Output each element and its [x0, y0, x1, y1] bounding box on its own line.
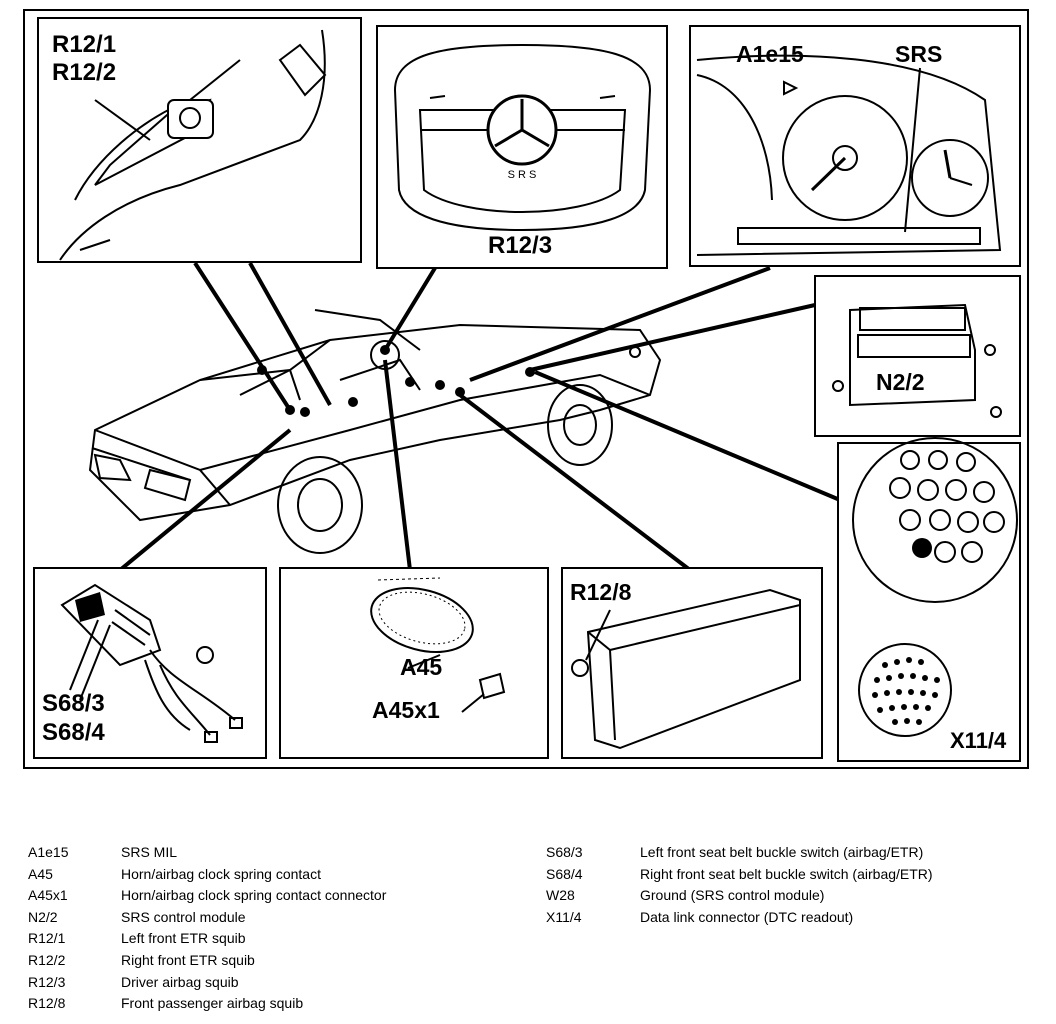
- panel-srs-control-module: N2/2: [814, 275, 1021, 437]
- legend-desc: Ground (SRS control module): [640, 887, 825, 904]
- callout-s68-4: S68/4: [42, 719, 105, 746]
- car-illustration: [88, 309, 662, 554]
- legend-code: A45: [28, 865, 53, 882]
- panel-etr-squib: R12/1 R12/2: [37, 17, 362, 263]
- legend-code: W28: [546, 887, 575, 904]
- callout-a1e15: A1e15: [736, 41, 804, 67]
- legend-desc: Horn/airbag clock spring contact connect…: [121, 887, 387, 904]
- legend-desc: Driver airbag squib: [121, 973, 239, 990]
- callout-x11-4: X11/4: [950, 728, 1007, 753]
- legend-row: A1e15 SRS MIL: [28, 842, 386, 864]
- legend-row: R12/8 Front passenger airbag squib: [28, 993, 386, 1015]
- callout-n2-2: N2/2: [876, 369, 925, 395]
- legend-row: R12/2 Right front ETR squib: [28, 950, 386, 972]
- callout-r12-3: R12/3: [488, 232, 552, 259]
- panel-buckle-switch: S68/3 S68/4: [33, 567, 267, 759]
- legend-row: X11/4 Data link connector (DTC readout): [546, 907, 933, 929]
- callout-r12-2: R12/2: [52, 59, 116, 86]
- outer-frame: [23, 9, 1029, 769]
- legend-row: R12/3 Driver airbag squib: [28, 972, 386, 994]
- legend-desc: Front passenger airbag squib: [121, 995, 304, 1012]
- legend-code: R12/8: [28, 995, 66, 1012]
- callout-r12-1: R12/1: [52, 31, 116, 58]
- panel-instrument-cluster: A1e15 SRS: [689, 25, 1021, 267]
- legend-code: R12/2: [28, 951, 66, 968]
- legend-desc: Left front seat belt buckle switch (airb…: [640, 844, 924, 860]
- legend-row: S68/4 Right front seat belt buckle switch…: [546, 864, 933, 886]
- legend-desc: Right front seat belt buckle switch (air…: [640, 865, 933, 882]
- legend-desc: SRS control module: [121, 908, 246, 925]
- panel-clock-spring: A45 A45x1: [279, 567, 549, 759]
- legend-row: A45x1 Horn/airbag clock spring contact co…: [28, 885, 386, 907]
- callout-a45: A45: [400, 654, 442, 680]
- legend-code: N2/2: [28, 908, 58, 925]
- legend-code: A45x1: [28, 887, 68, 904]
- panel-data-link-connector: X11/4: [837, 437, 1021, 762]
- callout-srs: SRS: [895, 41, 942, 67]
- panel-passenger-airbag: R12/8: [561, 567, 823, 759]
- legend-row: R12/1 Left front ETR squib: [28, 928, 386, 950]
- legend-code: X11/4: [546, 908, 582, 925]
- legend-row: W28 Ground (SRS control module): [546, 885, 933, 907]
- legend-row: N2/2 SRS control module: [28, 907, 386, 929]
- airbag-srs-text: S R S: [508, 169, 537, 181]
- callout-s68-3: S68/3: [42, 690, 105, 717]
- legend-code: A1e15: [28, 844, 69, 860]
- legend-desc: Right front ETR squib: [121, 951, 255, 968]
- legend-code: S68/3: [546, 844, 583, 860]
- callout-a45x1: A45x1: [372, 697, 440, 723]
- callout-r12-8: R12/8: [570, 579, 632, 605]
- legend-desc: Horn/airbag clock spring contact: [121, 865, 321, 882]
- legend-code: R12/1: [28, 930, 66, 947]
- legend-code: R12/3: [28, 973, 66, 990]
- legend-code: S68/4: [546, 865, 583, 882]
- component-location-dots: [257, 345, 535, 417]
- legend-desc: Left front ETR squib: [121, 930, 246, 947]
- legend-desc: Data link connector (DTC readout): [640, 908, 854, 925]
- legend-row: A45 Horn/airbag clock spring contact: [28, 864, 386, 886]
- legend-desc: SRS MIL: [121, 844, 178, 860]
- panel-driver-airbag: S R S R12/3: [376, 25, 668, 269]
- srs-component-diagram: R12/1 R12/2 S R S R12/3 A1e15 SRS: [23, 9, 1029, 769]
- legend-row: S68/3 Left front seat belt buckle switch …: [546, 842, 933, 864]
- legend-right-column: S68/3 Left front seat belt buckle switch …: [546, 842, 933, 928]
